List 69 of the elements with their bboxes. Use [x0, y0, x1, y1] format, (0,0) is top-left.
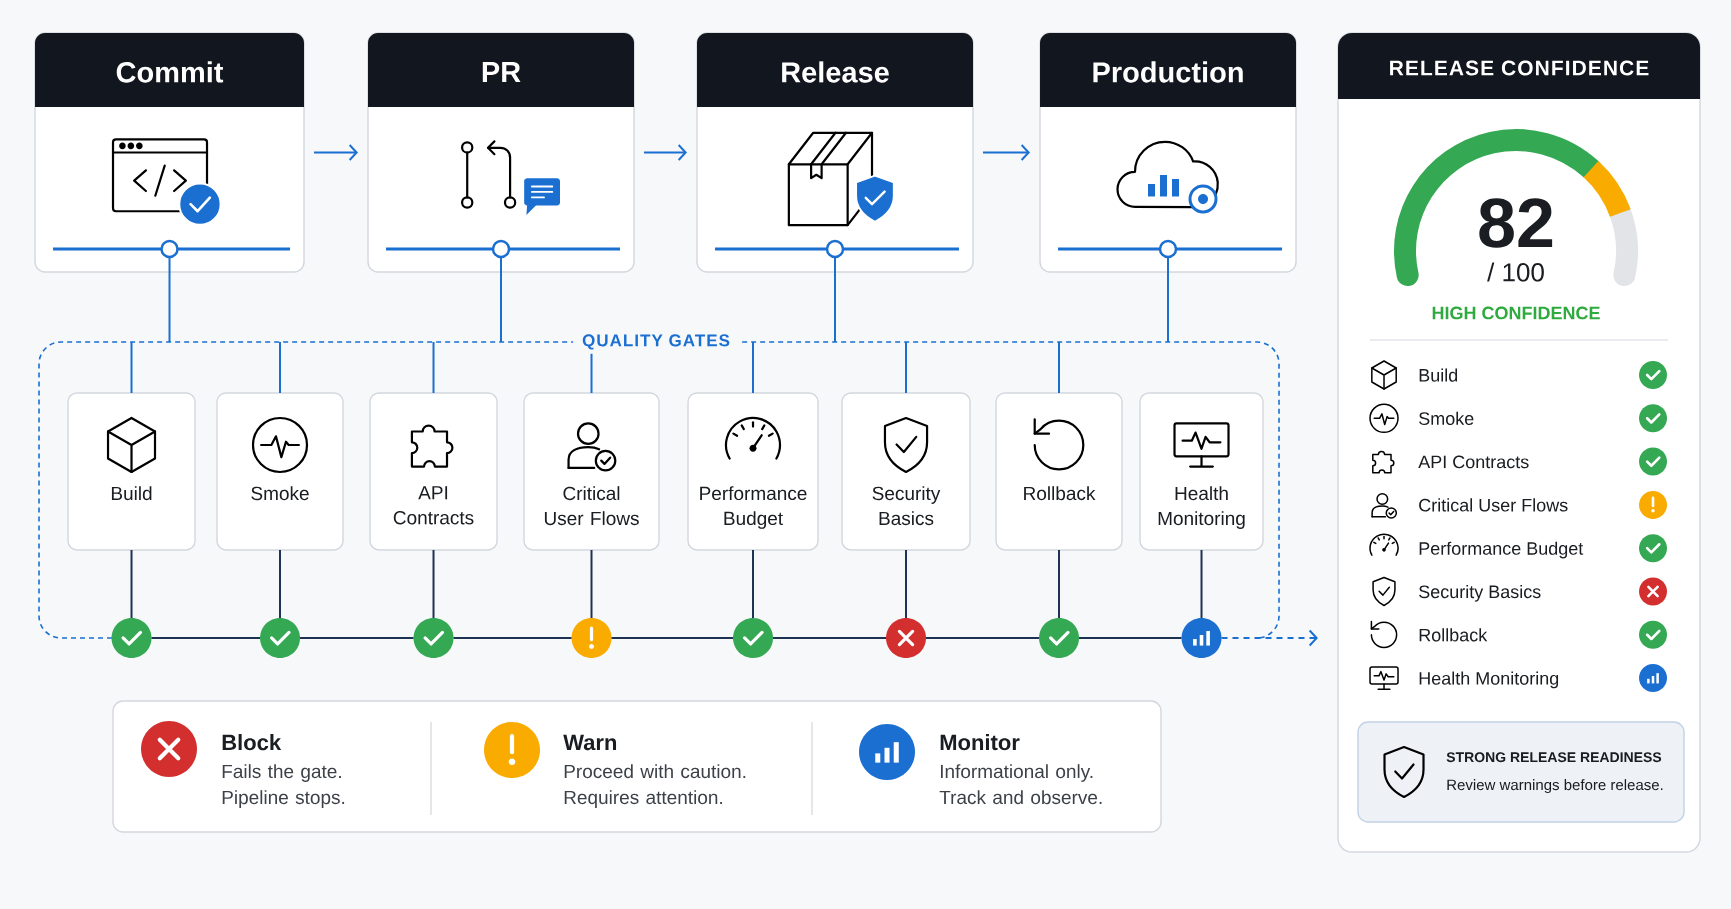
- connector-line: [279, 341, 281, 394]
- connector-line: [905, 549, 907, 619]
- legend-title: Warn: [563, 734, 617, 751]
- gate-card: API Contracts: [369, 392, 498, 551]
- connector-line: [168, 271, 171, 343]
- connector-line: [130, 549, 133, 619]
- row-label: Critical User Flows: [1419, 498, 1568, 512]
- score-scale: / 100: [1487, 262, 1544, 282]
- row-label: Build: [1419, 368, 1458, 382]
- connector-line: [432, 341, 435, 394]
- connector-line: [905, 341, 907, 394]
- connector-line: [1078, 637, 1183, 639]
- gate-card: Rollback: [995, 392, 1123, 551]
- connector-line: [772, 637, 887, 639]
- connector-line: [1167, 271, 1169, 343]
- row-label: Health Monitoring: [1419, 671, 1559, 689]
- gate-card: Build: [67, 392, 196, 551]
- connector-line: [925, 637, 1040, 639]
- connector-line: [752, 549, 754, 619]
- stage-card: Production: [1039, 32, 1297, 273]
- arrow: [313, 144, 358, 161]
- legend-text: Fails the gate. Pipeline stops.: [222, 764, 345, 808]
- row-label: Security Basics: [1419, 584, 1541, 602]
- connector-line: [150, 637, 261, 639]
- arrow: [1220, 629, 1318, 647]
- connector-line: [590, 352, 593, 394]
- connector-line: [610, 637, 734, 639]
- connector-line: [752, 341, 754, 394]
- stage-card: PR: [367, 32, 635, 273]
- confidence-label: HIGH CONFIDENCE: [1432, 306, 1600, 320]
- check-icon: [111, 618, 152, 658]
- check-icon: [413, 618, 454, 658]
- callout-box: STRONG RELEASE READINESS Review warnings before release.: [1357, 721, 1685, 823]
- connector-line: [279, 549, 281, 619]
- stage-card: Commit: [34, 32, 305, 273]
- group-title: QUALITY GATES: [573, 330, 739, 354]
- gate-card: Health Monitoring: [1139, 392, 1264, 551]
- check-icon: [1039, 618, 1079, 658]
- gate-card: Critical User Flows: [523, 392, 660, 551]
- connector-line: [1058, 549, 1060, 619]
- row-label: Performance Budget: [1419, 541, 1584, 559]
- score-number: 82: [1479, 198, 1553, 248]
- connector-line: [452, 637, 573, 639]
- bar-chart-icon: [1181, 618, 1222, 658]
- warning-icon: [571, 618, 612, 658]
- gate-card: Smoke: [216, 392, 344, 551]
- legend-title: Block: [222, 734, 282, 751]
- stage-card: Release: [696, 32, 974, 273]
- connector-line: [1200, 549, 1203, 619]
- legend-text: Proceed with caution. Requires attention.: [564, 764, 746, 808]
- arrow: [643, 144, 687, 161]
- row-label: API Contracts: [1418, 455, 1529, 469]
- legend-title: Monitor: [940, 734, 1020, 751]
- connector-line: [130, 341, 133, 394]
- arrow: [982, 144, 1030, 161]
- connector-line: [299, 637, 415, 639]
- connector-line: [834, 271, 836, 343]
- gate-card: Performance Budget: [687, 392, 819, 551]
- check-icon: [733, 618, 773, 658]
- legend-text: Informational only. Track and observe.: [939, 764, 1102, 805]
- connector-line: [1058, 341, 1060, 394]
- row-label: Smoke: [1419, 411, 1474, 425]
- check-icon: [260, 618, 300, 658]
- row-label: Rollback: [1419, 628, 1488, 642]
- connector-line: [500, 271, 502, 343]
- gate-card: Security Basics: [841, 392, 971, 551]
- connector-line: [590, 549, 593, 619]
- connector-line: [432, 549, 435, 619]
- cross-icon: [886, 618, 926, 658]
